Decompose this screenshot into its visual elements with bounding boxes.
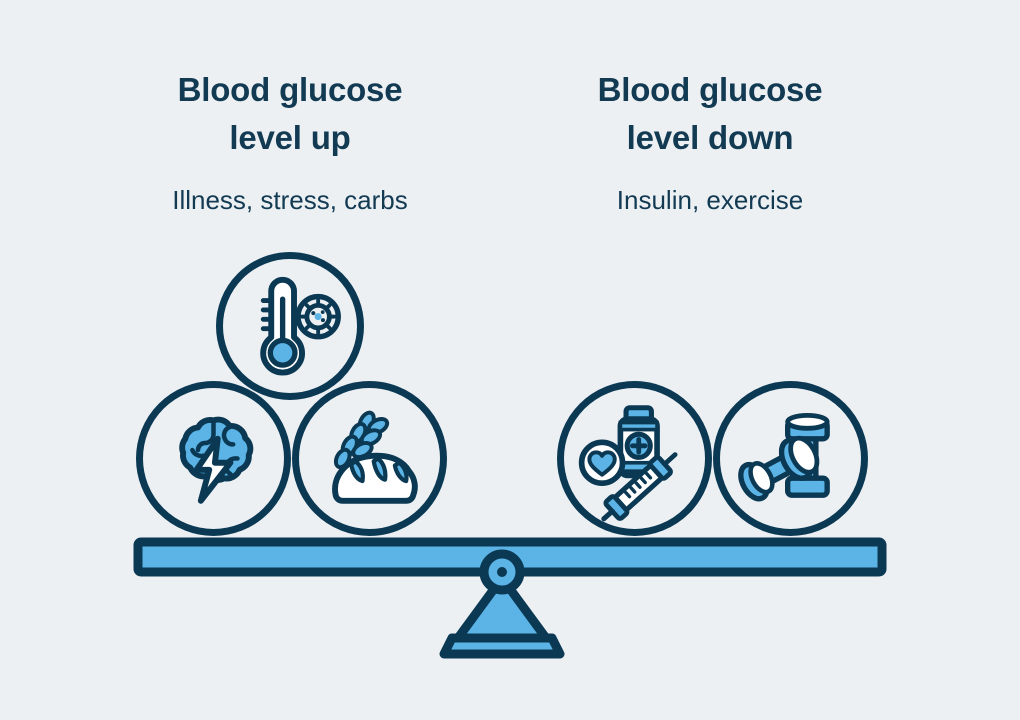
vial-syringe-heart-icon	[578, 405, 678, 522]
illness-icon-bubble	[216, 252, 364, 400]
column-subtitle-glucose-down: Insulin, exercise	[616, 184, 804, 215]
brain-lightning-icon	[179, 416, 254, 504]
column-title-glucose-up: Blood glucose level up	[177, 71, 403, 156]
bread-wheat-icon	[332, 410, 418, 504]
fulcrum-base	[439, 633, 565, 659]
seesaw-pivot-center	[497, 567, 507, 577]
balance-seesaw	[0, 528, 1020, 688]
carbs-icon-bubble	[292, 381, 447, 536]
insulin-icon-bubble	[557, 381, 712, 536]
column-heading-glucose-down: Blood glucose level down Insulin, exerci…	[510, 66, 910, 217]
column-title-glucose-down: Blood glucose level down	[597, 71, 823, 156]
column-subtitle-glucose-up: Illness, stress, carbs	[172, 184, 408, 215]
thermometer-virus-icon	[260, 276, 341, 376]
dumbbells-icon	[738, 412, 830, 502]
column-heading-glucose-up: Blood glucose level up Illness, stress, …	[90, 66, 490, 217]
stress-icon-bubble	[136, 381, 291, 536]
exercise-icon-bubble	[713, 381, 868, 536]
